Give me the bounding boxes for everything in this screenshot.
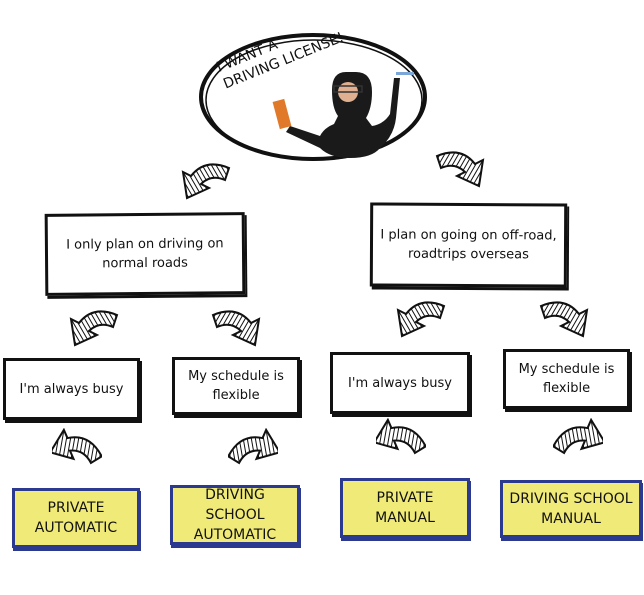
option-box-flexible-manual: My schedule is flexible — [503, 349, 630, 409]
arrow-left-branch — [182, 163, 230, 199]
speech-bubble — [199, 33, 427, 161]
branch-label: I only plan on driving on normal roads — [66, 236, 224, 272]
result-line-2: MANUAL — [375, 510, 435, 526]
person-illustration — [272, 72, 414, 158]
branch-box-normal-roads: I only plan on driving on normal roads — [44, 212, 246, 296]
result-line-2: MANUAL — [541, 511, 601, 527]
result-private-manual: PRIVATE MANUAL — [340, 478, 470, 538]
arrow-to-busy-left — [70, 310, 118, 346]
option-box-flexible-automatic: My schedule is flexible — [172, 357, 300, 415]
result-line-1: PRIVATE — [376, 490, 434, 506]
arrow-to-private-manual — [376, 418, 426, 462]
result-driving-school-automatic: DRIVING SCHOOL AUTOMATIC — [170, 485, 300, 545]
result-line-2: AUTOMATIC — [193, 527, 277, 543]
arrow-to-school-automatic — [228, 428, 278, 472]
arrow-to-flexible-right — [540, 301, 588, 337]
arrow-to-private-automatic — [52, 428, 102, 472]
arrow-to-flexible-left — [212, 310, 260, 346]
result-line-2: AUTOMATIC — [34, 520, 118, 536]
arrow-to-school-manual — [553, 418, 603, 462]
option-label: I'm always busy — [348, 375, 452, 391]
option-label: My schedule is flexible — [188, 369, 284, 403]
result-line-1: PRIVATE — [47, 500, 105, 516]
arrow-right-branch — [436, 151, 484, 187]
arrow-to-busy-right — [397, 301, 445, 337]
branch-label: I plan on going on off-road, roadtrips o… — [380, 227, 557, 263]
result-private-automatic: PRIVATE AUTOMATIC — [12, 488, 140, 548]
branch-box-offroad: I plan on going on off-road, roadtrips o… — [369, 202, 568, 288]
option-label: I'm always busy — [19, 381, 124, 397]
result-line-1: DRIVING SCHOOL — [509, 491, 633, 507]
result-driving-school-manual: DRIVING SCHOOL MANUAL — [500, 480, 642, 538]
option-box-busy-manual: I'm always busy — [330, 352, 470, 414]
option-label: My schedule is flexible — [518, 362, 615, 396]
result-line-1: DRIVING SCHOOL — [205, 487, 265, 523]
option-box-busy-automatic: I'm always busy — [3, 358, 140, 420]
